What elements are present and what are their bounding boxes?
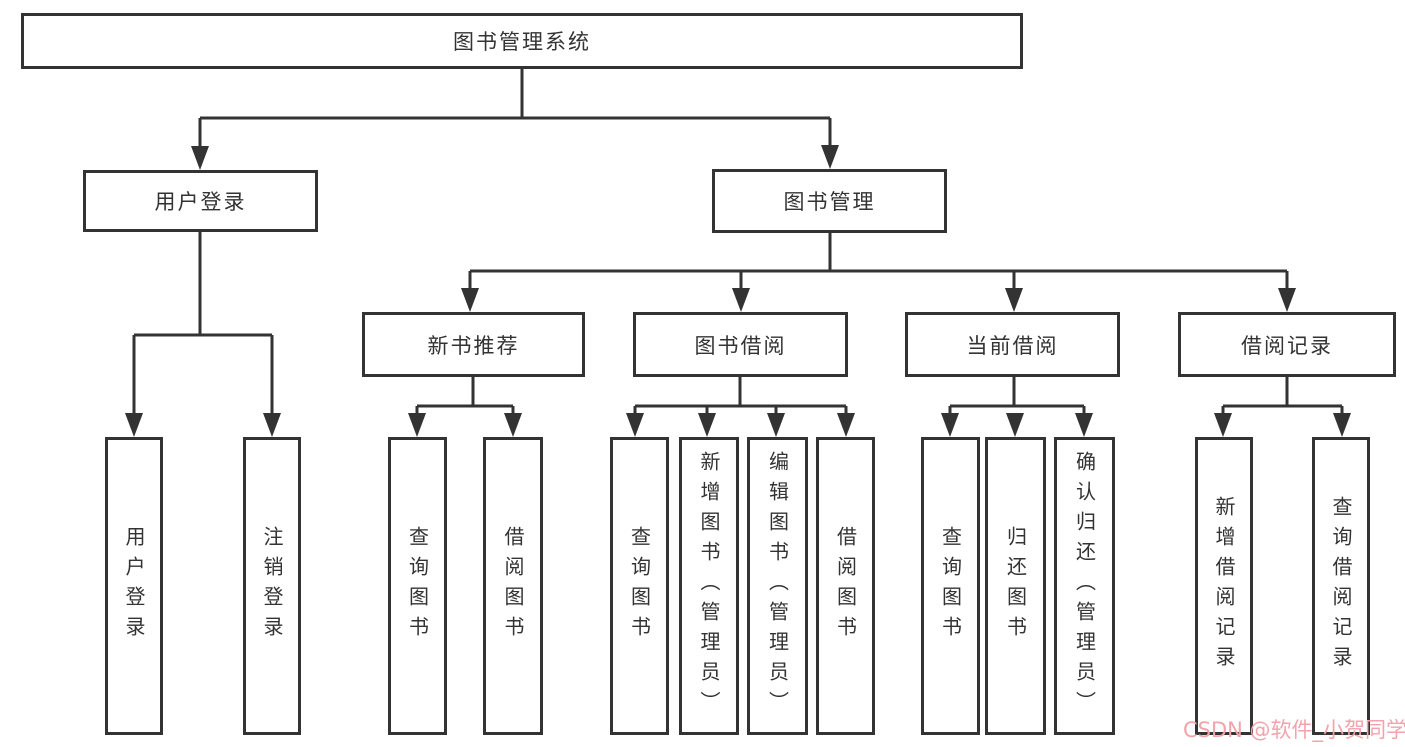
leaf-records-add: 新增借阅记录: [1195, 437, 1253, 735]
leaf-logout-label: 注销登录: [260, 526, 284, 646]
leaf-logout: 注销登录: [243, 437, 301, 735]
leaf-current-query: 查询图书: [921, 437, 980, 735]
node-root-label: 图书管理系统: [453, 30, 591, 54]
leaf-current-return-label: 归还图书: [1003, 526, 1028, 646]
leaf-newbook-query-label: 查询图书: [405, 526, 430, 646]
leaf-current-return: 归还图书: [985, 437, 1046, 735]
leaf-borrow-edit: 编辑图书（管理员）: [747, 437, 808, 735]
leaf-borrow-borrow: 借阅图书: [816, 437, 875, 735]
leaf-borrow-borrow-label: 借阅图书: [833, 526, 858, 646]
leaf-user-login: 用户登录: [105, 437, 163, 735]
watermark: CSDN @软件_小贺同学: [1183, 718, 1405, 742]
leaf-current-confirm: 确认归还（管理员）: [1054, 437, 1115, 735]
node-user-login-label: 用户登录: [154, 190, 247, 214]
node-book-management-label: 图书管理: [783, 190, 876, 214]
leaf-records-query: 查询借阅记录: [1312, 437, 1370, 735]
leaf-current-confirm-label: 确认归还（管理员）: [1072, 451, 1097, 721]
leaf-borrow-query: 查询图书: [610, 437, 669, 735]
node-root: 图书管理系统: [21, 13, 1023, 69]
node-new-book-recommend: 新书推荐: [362, 312, 585, 377]
leaf-borrow-query-label: 查询图书: [627, 526, 652, 646]
leaf-records-query-label: 查询借阅记录: [1329, 496, 1353, 676]
leaf-borrow-add-label: 新增图书（管理员）: [697, 451, 721, 721]
arrowheads: [125, 145, 1351, 437]
leaf-borrow-edit-label: 编辑图书（管理员）: [765, 451, 790, 721]
node-user-login: 用户登录: [83, 170, 318, 232]
node-book-borrow: 图书借阅: [633, 312, 848, 377]
leaf-newbook-query: 查询图书: [388, 437, 447, 735]
node-book-borrow-label: 图书借阅: [694, 333, 787, 358]
leaf-user-login-label: 用户登录: [122, 526, 146, 646]
node-book-management: 图书管理: [712, 169, 947, 233]
node-borrow-records-label: 借阅记录: [1241, 333, 1333, 358]
leaf-current-query-label: 查询图书: [938, 526, 963, 646]
leaf-newbook-borrow: 借阅图书: [483, 437, 543, 735]
node-borrow-records: 借阅记录: [1178, 312, 1396, 377]
node-current-borrow-label: 当前借阅: [966, 333, 1059, 358]
leaf-newbook-borrow-label: 借阅图书: [501, 526, 525, 646]
node-current-borrow: 当前借阅: [905, 312, 1120, 377]
leaf-records-add-label: 新增借阅记录: [1212, 496, 1236, 676]
leaf-borrow-add: 新增图书（管理员）: [679, 437, 739, 735]
node-new-book-recommend-label: 新书推荐: [427, 333, 520, 358]
